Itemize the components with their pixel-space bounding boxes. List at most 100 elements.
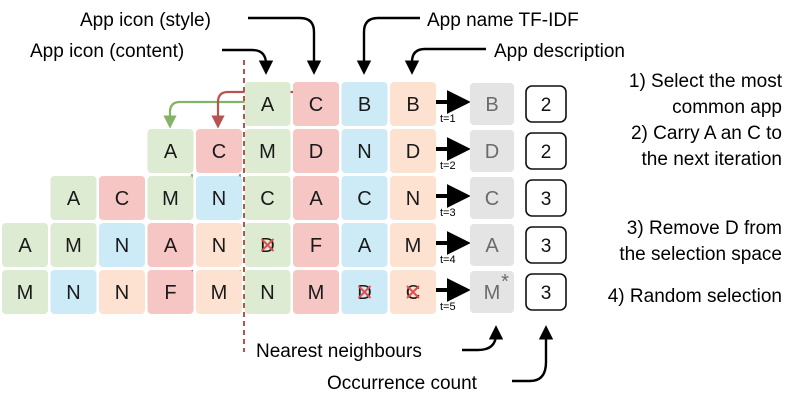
result-box [470,271,514,313]
arrow-occurrence-count [512,325,554,383]
count-value: 2 [541,142,552,163]
cell [244,176,291,220]
cell [196,223,242,267]
cell [341,129,388,173]
note-line: 3) Remove D from [627,218,782,239]
carry-arrow-c [211,90,304,129]
cell [2,270,48,314]
step-label: t=4 [440,254,456,266]
note-line: 1) Select the most [629,71,783,92]
cell-letter: C [260,188,274,210]
cell [50,176,97,220]
carry-arrow-a [163,100,260,129]
note-line: the selection space [619,244,782,265]
cell-letter: D [309,141,323,163]
cell-letter: N [406,188,420,210]
result-letter: B [485,94,498,116]
note-line: 2) Carry A an C to [631,123,782,144]
removed-mark [406,285,420,299]
cell-letter: N [357,141,371,163]
cell [2,223,48,267]
cell-letter: N [115,235,129,257]
cell-letter: B [358,94,371,116]
count-box [525,273,567,311]
cell-letter: A [164,235,178,257]
cell-letter: N [66,282,80,304]
cell [293,270,339,314]
result-letter: A [485,235,499,257]
cell-letter: B [406,94,419,116]
cell [293,176,339,220]
cell-letter: C [309,94,323,116]
cell [99,270,145,314]
cell-letter: C [357,188,371,210]
arrow-app-icon-style [248,16,322,75]
cell-letter: M [65,235,82,257]
cell [147,129,194,173]
cell [147,223,194,267]
count-value: 3 [541,189,552,210]
note-line: common app [672,97,782,118]
step-label: t=3 [440,207,456,219]
cell [244,82,291,126]
notes: 1) Select the most common app 2) Carry A a… [608,71,783,307]
cell [341,82,388,126]
count-value: 3 [541,236,552,257]
label-app-description: App description [494,41,625,62]
step-label: t=1 [440,113,456,125]
count-box [525,85,567,123]
cell-letter: A [358,235,372,257]
cell [50,223,97,267]
cell-letter: N [212,188,226,210]
label-app-icon-style: App icon (style) [80,10,211,31]
cell-letter: F [164,282,176,304]
cell [341,176,388,220]
cell [196,176,242,220]
cell [244,129,291,173]
count-value: 2 [541,95,552,116]
cell-letter: C [212,141,226,163]
cell-letter: M [259,141,276,163]
cell-letter: F [310,235,322,257]
cell-letter: D [406,141,420,163]
result-box [470,83,514,125]
step-label: t=5 [440,301,456,313]
cell-letter: N [212,235,226,257]
result-letter: M [484,282,501,304]
cell-letter: A [67,188,81,210]
cell [244,270,291,314]
arrow-app-icon-content [222,48,274,75]
note-line: 4) Random selection [608,286,782,307]
cell-letter: M [17,282,34,304]
cell-letter: M [162,188,179,210]
cell [293,129,339,173]
cell [293,223,339,267]
cell [293,82,339,126]
cell [196,129,242,173]
cell-letter: A [164,141,178,163]
removed-mark [357,285,372,299]
count-box [525,132,567,170]
cell-letter: C [115,188,129,210]
cell-letter: A [18,235,32,257]
cell-letter: N [115,282,129,304]
result-box [470,130,514,172]
random-mark: * [501,271,509,293]
label-app-name: App name TF-IDF [427,10,579,31]
step-label: t=2 [440,160,456,172]
cell [147,176,194,220]
cell [390,176,436,220]
count-value: 3 [541,283,552,304]
cell-letter: M [211,282,228,304]
cell [50,270,97,314]
cell-letter: N [260,282,274,304]
arrow-nearest-neighbours [462,325,504,352]
result-box [470,177,514,219]
removed-mark [260,238,275,252]
cell [99,223,145,267]
cell [390,223,436,267]
cell [147,270,194,314]
